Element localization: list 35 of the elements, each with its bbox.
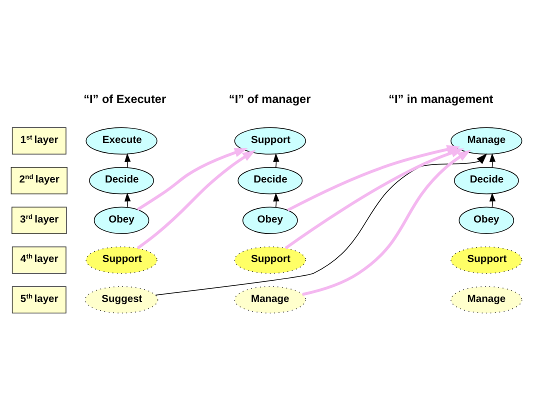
label: “I” in management (388, 92, 494, 106)
arrow (302, 149, 471, 296)
node-ellipse: Obey (458, 206, 514, 234)
node-box: 4$^{th}$ layer (12, 246, 66, 274)
arrow (155, 152, 488, 295)
arrow (273, 152, 280, 168)
arrow (136, 149, 256, 249)
node-ellipse: Support (234, 246, 306, 274)
node-ellipse: Manage (450, 286, 522, 313)
node-ellipse: Support (86, 246, 158, 274)
node-ellipse: Support (234, 126, 306, 154)
node-ellipse: Obey (242, 206, 298, 234)
arrow (124, 192, 131, 208)
node-ellipse: Decide (454, 166, 519, 194)
arrow (489, 152, 496, 168)
arrow (284, 148, 464, 249)
arrow (136, 148, 248, 210)
node-box: 2$^{nd}$ layer (10, 166, 68, 194)
node-ellipse: Manage (450, 126, 522, 154)
arrow (273, 192, 280, 208)
arrow (124, 152, 131, 168)
node-box: 5$^{th}$ layer (12, 286, 66, 313)
node-ellipse: Execute (86, 126, 158, 154)
label: “I” of Executer (84, 92, 166, 106)
node-ellipse: Manage (234, 286, 306, 313)
node-ellipse: Decide (238, 166, 303, 194)
node-box: 1$^{st}$ layer (12, 126, 66, 154)
label: “I” of manager (228, 92, 311, 106)
node-ellipse: Decide (89, 166, 154, 194)
node-ellipse: Support (450, 246, 522, 274)
node-box: 3$^{rd}$ layer (12, 206, 67, 234)
node-ellipse: Suggest (84, 286, 158, 313)
arrow (489, 192, 496, 208)
arrow (287, 144, 460, 211)
node-ellipse: Obey (94, 206, 150, 234)
